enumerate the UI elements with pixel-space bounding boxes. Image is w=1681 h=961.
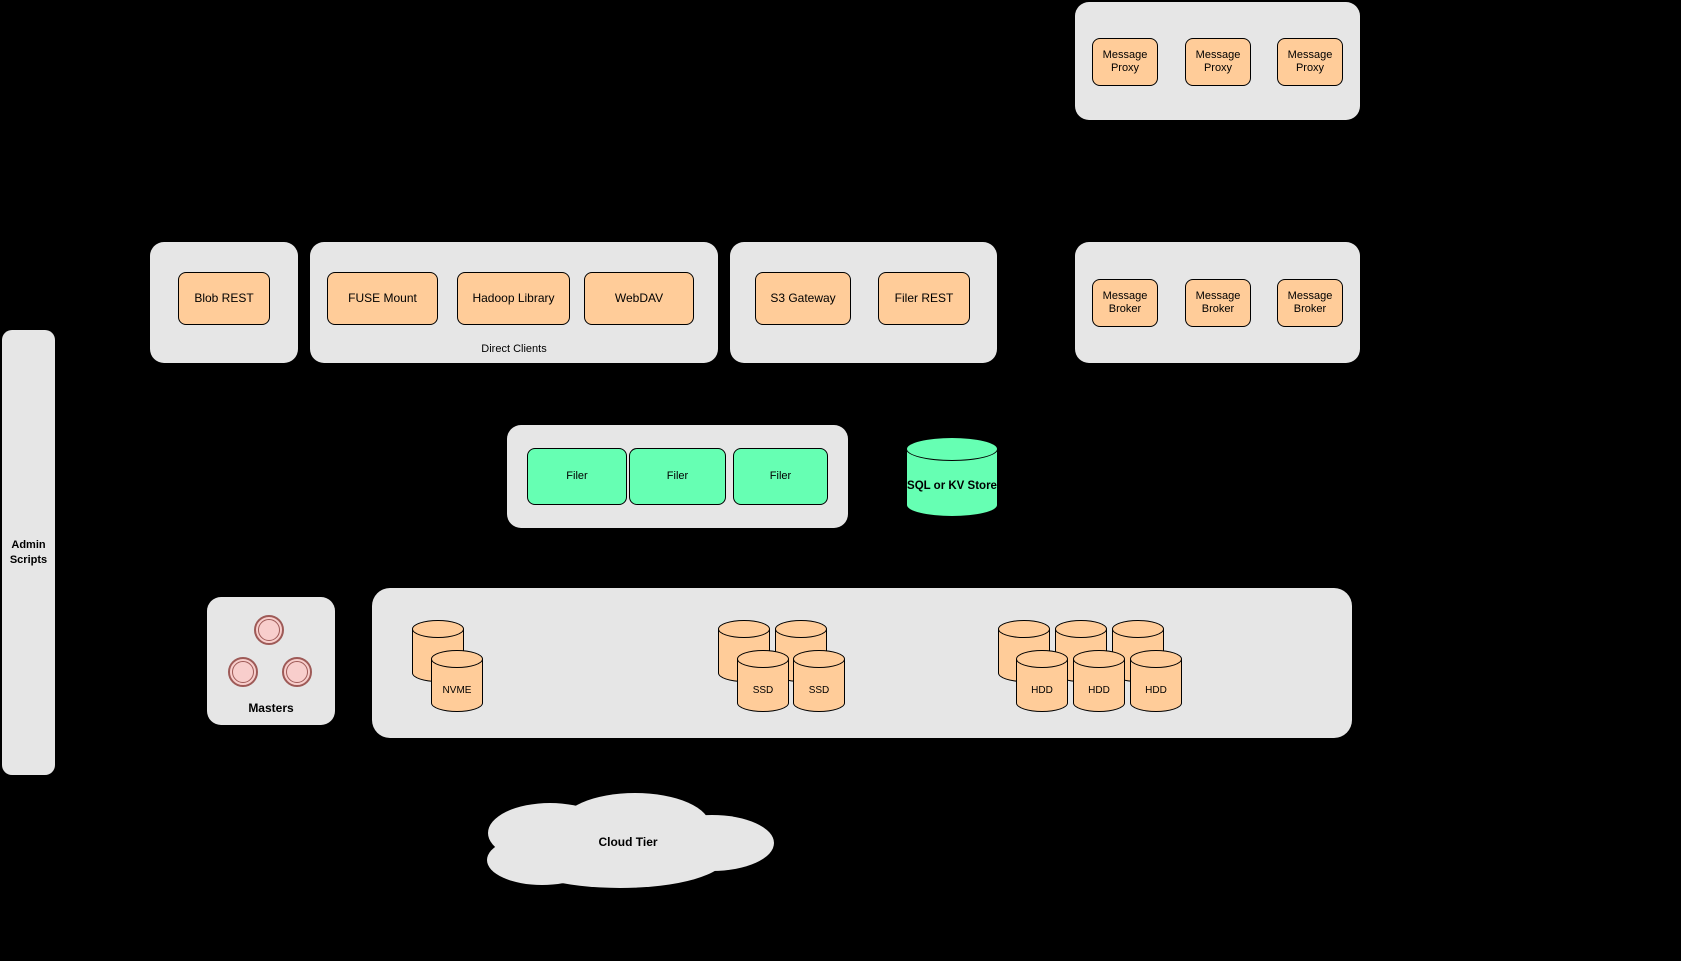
cylinder-top	[1112, 620, 1164, 638]
sql-kv-store-label: SQL or KV Store	[907, 479, 997, 492]
volume-servers-group: NVME SSD SSD	[372, 588, 1352, 738]
fuse-mount-label: FUSE Mount	[348, 291, 417, 306]
blob-rest-node: Blob REST	[178, 272, 270, 325]
hdd-label: HDD	[1031, 685, 1053, 696]
message-proxy-node: Message Proxy	[1092, 38, 1158, 86]
ssd-label: SSD	[752, 685, 774, 696]
filer-rest-node: Filer REST	[878, 272, 970, 325]
filer-label: Filer	[666, 469, 689, 482]
cylinder-top	[718, 620, 770, 638]
cylinder-top	[1073, 650, 1125, 668]
master-node-icon	[282, 657, 312, 687]
admin-scripts-label: Admin Scripts	[9, 538, 48, 566]
message-proxy-node: Message Proxy	[1185, 38, 1251, 86]
message-broker-node: Message Broker	[1277, 279, 1343, 327]
filer-rest-label: Filer REST	[894, 291, 954, 306]
cloud-tier-shape: Cloud Tier	[450, 788, 806, 896]
filer-node: Filer	[733, 448, 828, 505]
webdav-label: WebDAV	[614, 291, 664, 306]
ssd-label: SSD	[808, 685, 830, 696]
webdav-node: WebDAV	[584, 272, 694, 325]
message-proxy-label: Message Proxy	[1102, 48, 1148, 74]
hdd-label: HDD	[1088, 685, 1110, 696]
cylinder-top	[1016, 650, 1068, 668]
cylinder-top	[998, 620, 1050, 638]
cylinder-top	[775, 620, 827, 638]
blob-rest-label: Blob REST	[194, 291, 254, 306]
filer-label: Filer	[566, 469, 588, 482]
cylinder-top	[431, 650, 483, 668]
hdd-disk-cylinder: HDD	[1130, 650, 1182, 712]
admin-scripts-panel: Admin Scripts	[2, 330, 55, 775]
message-proxy-group: Message Proxy Message Proxy Message Prox…	[1075, 2, 1360, 120]
direct-clients-caption: Direct Clients	[481, 343, 547, 355]
message-broker-node: Message Broker	[1092, 279, 1158, 327]
filer-node: Filer	[527, 448, 627, 505]
message-broker-group: Message Broker Message Broker Message Br…	[1075, 242, 1360, 363]
ssd-disk-cylinder: SSD	[737, 650, 789, 712]
cylinder-top	[1130, 650, 1182, 668]
message-broker-label: Message Broker	[1287, 289, 1333, 315]
filer-label: Filer	[769, 469, 792, 482]
message-broker-label: Message Broker	[1195, 289, 1241, 315]
cylinder-top	[737, 650, 789, 668]
message-proxy-node: Message Proxy	[1277, 38, 1343, 86]
nvme-disk-cylinder: NVME	[431, 650, 483, 712]
hdd-disk-cylinder: HDD	[1073, 650, 1125, 712]
hdd-label: HDD	[1145, 685, 1167, 696]
hadoop-library-label: Hadoop Library	[472, 291, 555, 306]
s3-gateway-node: S3 Gateway	[755, 272, 851, 325]
direct-clients-group: FUSE Mount Hadoop Library WebDAV Direct …	[310, 242, 718, 363]
filer-node: Filer	[629, 448, 726, 505]
hadoop-library-node: Hadoop Library	[457, 272, 570, 325]
nvme-label: NVME	[442, 685, 472, 696]
masters-label: Masters	[248, 701, 294, 715]
sql-kv-store-cylinder: SQL or KV Store	[906, 437, 998, 517]
cylinder-top	[906, 437, 998, 461]
filer-group: Filer Filer Filer	[507, 425, 848, 528]
cylinder-top	[793, 650, 845, 668]
message-proxy-label: Message Proxy	[1287, 48, 1333, 74]
hdd-disk-cylinder: HDD	[1016, 650, 1068, 712]
gateway-group: S3 Gateway Filer REST	[730, 242, 997, 363]
cloud-tier-label: Cloud Tier	[598, 835, 658, 849]
message-proxy-label: Message Proxy	[1195, 48, 1241, 74]
masters-group: Masters	[207, 597, 335, 725]
message-broker-label: Message Broker	[1102, 289, 1148, 315]
cylinder-top	[412, 620, 464, 638]
cylinder-top	[1055, 620, 1107, 638]
master-node-icon	[254, 615, 284, 645]
blob-rest-group: Blob REST	[150, 242, 298, 363]
master-node-icon	[228, 657, 258, 687]
ssd-disk-cylinder: SSD	[793, 650, 845, 712]
cloud-icon	[487, 793, 774, 888]
fuse-mount-node: FUSE Mount	[327, 272, 438, 325]
s3-gateway-label: S3 Gateway	[770, 291, 836, 306]
message-broker-node: Message Broker	[1185, 279, 1251, 327]
